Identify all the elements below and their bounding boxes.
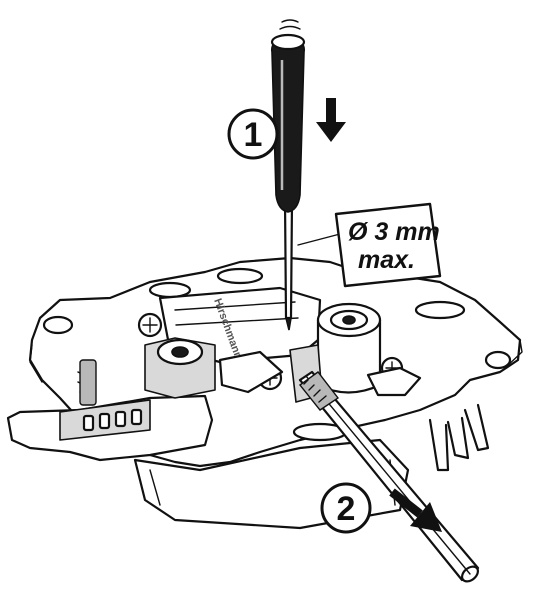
step-1-badge: 1 [227,108,279,160]
push-down-arrow-icon [316,98,346,142]
spec-diameter: Ø 3 mm [348,218,440,246]
spec-callout: Ø 3 mm max. [297,202,442,288]
left-terminal-block [6,359,214,462]
step-2-badge: 2 [320,482,372,534]
right-clips [428,403,490,472]
terminal-area: Hirschmann [137,286,422,403]
step-1-label: 1 [244,116,263,154]
pull-out-arrow-icon [389,488,442,532]
step-2-label: 2 [337,490,356,528]
screwdriver [270,19,306,331]
spec-max: max. [358,246,415,274]
